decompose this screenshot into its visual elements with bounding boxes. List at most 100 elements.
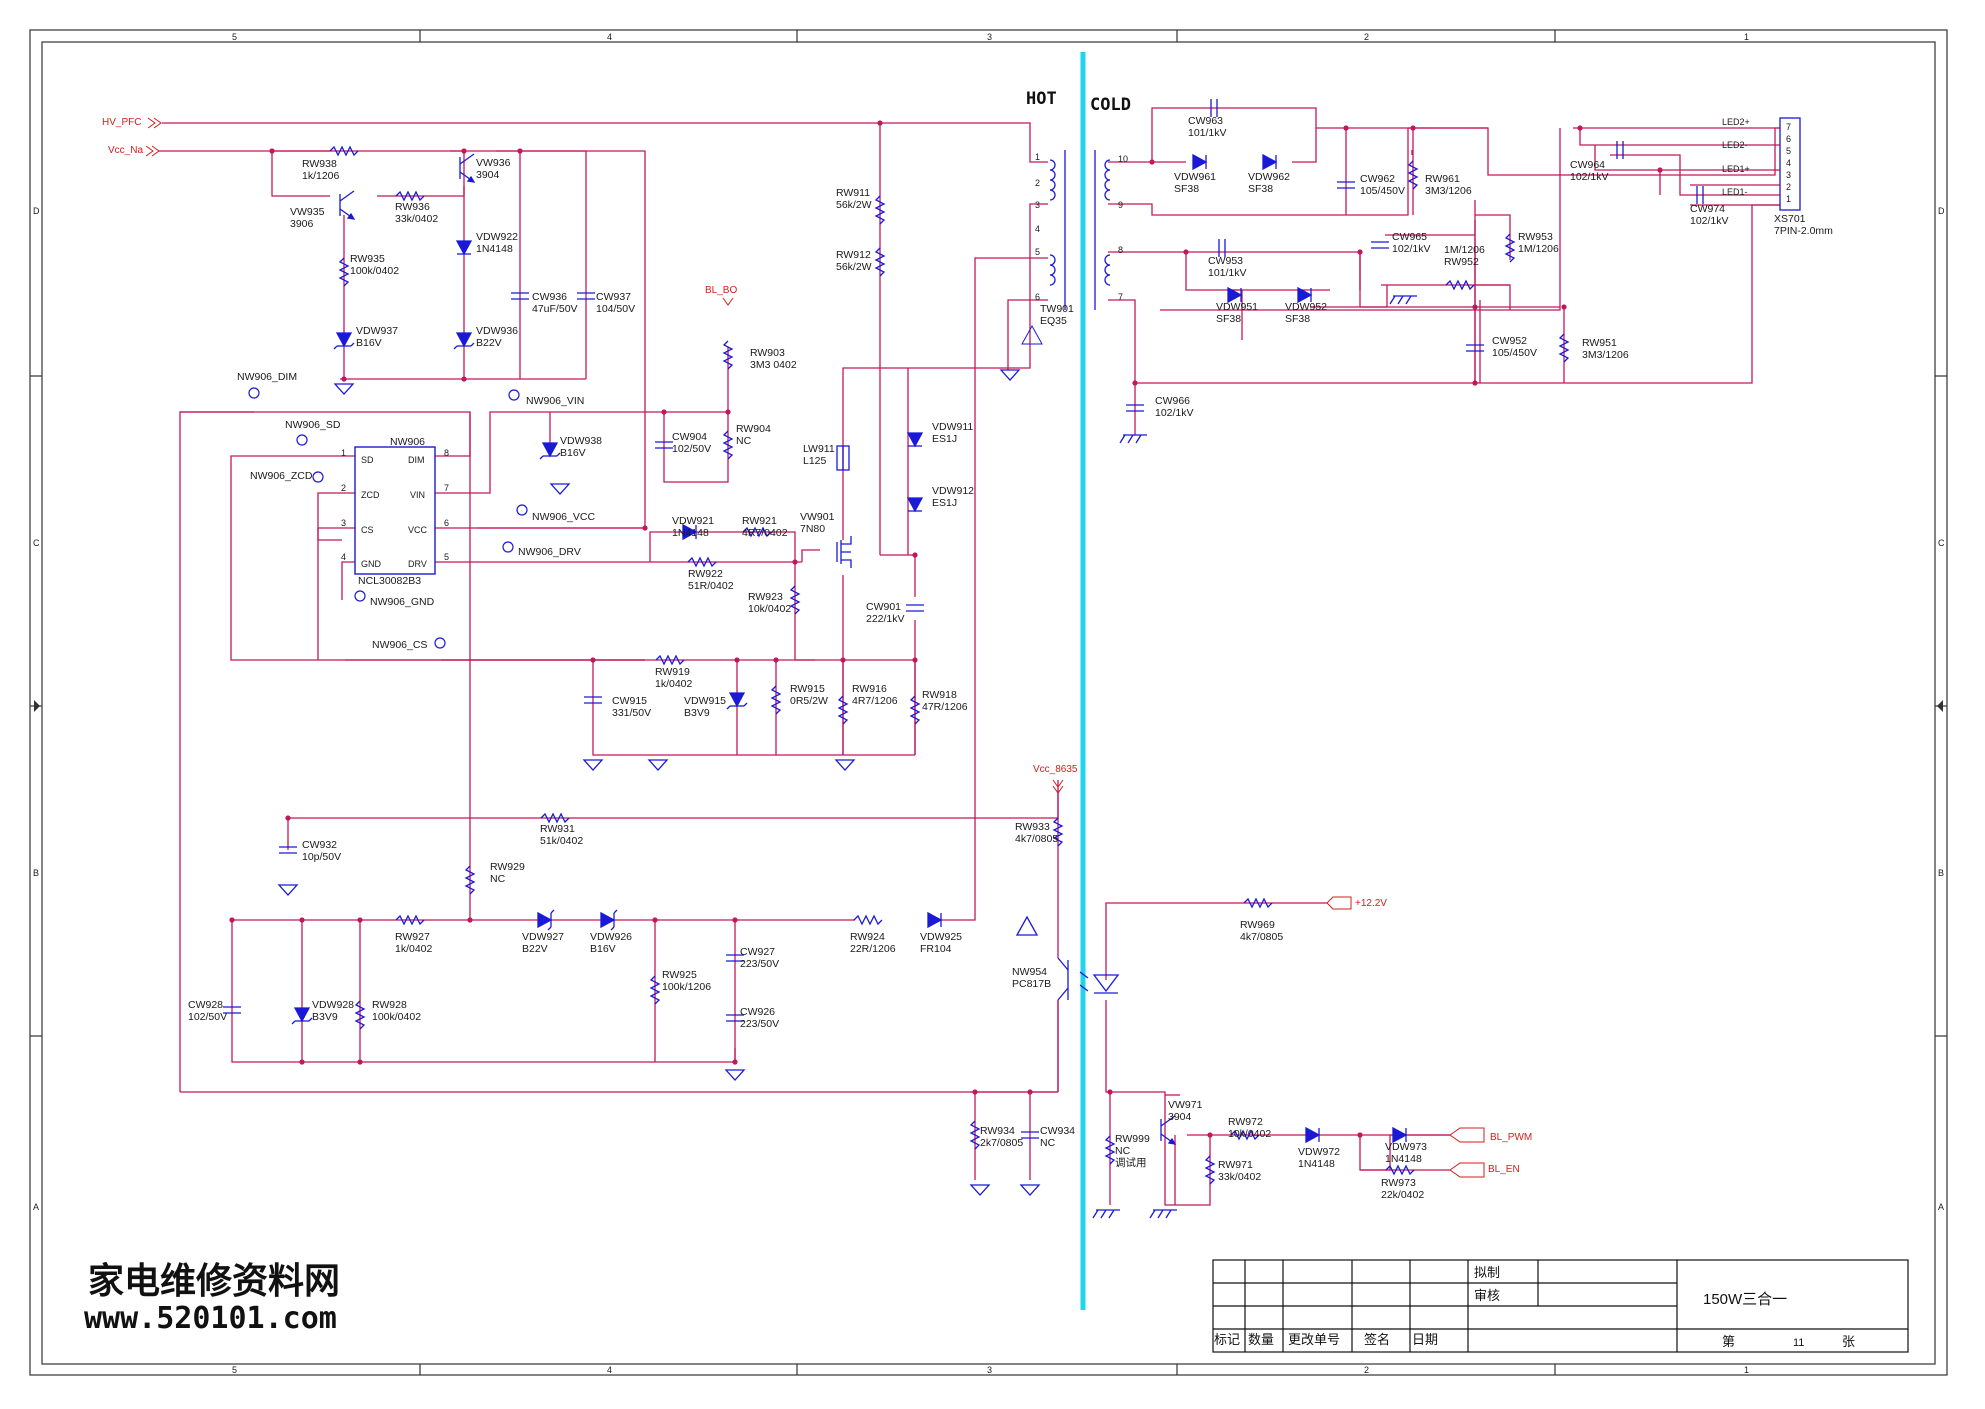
label-rw938-1: 1k/1206	[302, 170, 340, 182]
zener-symbol	[453, 332, 475, 350]
label-rw934-1: 2k7/0805	[980, 1137, 1023, 1149]
label-vdw961-0: VDW961	[1174, 171, 1216, 183]
net-led2m: LED2-	[1722, 140, 1748, 150]
chassis-symbol	[1119, 434, 1147, 444]
label-rw924-0: RW924	[850, 931, 885, 943]
label-vw936-0: VW936	[476, 157, 511, 169]
left-center-arrow	[34, 700, 40, 712]
net-bl-en-flag	[1449, 1162, 1485, 1178]
capacitor-symbol	[1696, 186, 1704, 204]
ic-pin4-name: GND	[361, 559, 382, 569]
tp-drv-label: NW906_DRV	[518, 546, 581, 558]
zener-symbol	[291, 1007, 313, 1025]
zener-symbol	[539, 442, 561, 460]
junction-dot	[341, 376, 347, 382]
label-vw901-1: 7N80	[800, 523, 825, 535]
label-cw962-0: CW962	[1360, 173, 1395, 185]
junction-dot	[877, 120, 883, 126]
label-vdw915-1: B3V9	[684, 707, 710, 719]
conn-pin2: 2	[1786, 182, 1791, 192]
tp-vcc-circle	[516, 504, 528, 516]
label-vdw962-0: VDW962	[1248, 171, 1290, 183]
label-vdw937-0: VDW937	[356, 325, 398, 337]
label-rw969-0: RW969	[1240, 919, 1275, 931]
resistor-symbol	[1445, 279, 1475, 291]
tp-zcd-circle	[312, 471, 324, 483]
zener-symbol	[600, 909, 618, 931]
junction-dot	[732, 1059, 738, 1065]
junction-dot	[1410, 125, 1416, 131]
transformer-tw901	[1049, 150, 1111, 310]
label-rw912-1: 56k/2W	[836, 261, 872, 273]
hot-side-label: HOT	[1026, 89, 1057, 109]
bottom-zone-2: 2	[1364, 1365, 1369, 1375]
label-rw953-1: 1M/1206	[1518, 243, 1559, 255]
resistor-symbol	[329, 145, 359, 157]
label-cw966-0: CW966	[1155, 395, 1190, 407]
label-rw999-2: 调试用	[1115, 1157, 1147, 1169]
junction-dot	[461, 148, 467, 154]
component-labels: RW9381k/1206VW9363904VW9353906RW93633k/0…	[188, 115, 1833, 1201]
label-cw974-0: CW974	[1690, 203, 1725, 215]
net-bl-en: BL_EN	[1488, 1164, 1520, 1175]
label-cw963-1: 101/1kV	[1188, 127, 1227, 139]
junction-dot	[357, 1059, 363, 1065]
label-vdw951-1: SF38	[1216, 313, 1241, 325]
net-12v: +12.2V	[1355, 898, 1387, 909]
label-cw915-1: 331/50V	[612, 707, 651, 719]
ground-symbol	[582, 759, 604, 771]
label-rw923-1: 10k/0402	[748, 603, 791, 615]
junction-dot	[661, 409, 667, 415]
watermark-url: www.520101.com	[84, 1301, 337, 1336]
net-vcc-8635-arrow	[1052, 779, 1064, 794]
chassis-symbol	[1389, 295, 1417, 305]
label-rw922-0: RW922	[688, 568, 723, 580]
label-vdw936-1: B22V	[476, 337, 502, 349]
diode-symbol	[1297, 286, 1313, 304]
chassis-symbol	[1149, 1209, 1177, 1219]
capacitor-symbol	[906, 604, 924, 612]
capacitor-symbol	[726, 954, 744, 962]
conn-pin1: 1	[1786, 194, 1791, 204]
label-vdw952-0: VDW952	[1285, 301, 1327, 313]
capacitor-symbol	[1126, 404, 1144, 412]
ground-symbol	[549, 483, 571, 495]
junction-dot	[1657, 167, 1663, 173]
top-zone-5: 5	[232, 32, 237, 42]
label-rw921-1: 4R7/0402	[742, 527, 788, 539]
title-block	[1212, 1259, 1909, 1353]
zener-symbol	[333, 332, 355, 350]
ic-part: NCL30082B3	[358, 575, 421, 587]
label-rw923-0: RW923	[748, 591, 783, 603]
label-vdw926-0: VDW926	[590, 931, 632, 943]
label-vdw912-1: ES1J	[932, 497, 957, 509]
ic-pin1-name: SD	[361, 455, 374, 465]
label-rw936-1: 33k/0402	[395, 213, 438, 225]
label-vdw922-1: 1N4148	[476, 243, 513, 255]
diode-symbol	[682, 523, 698, 541]
label-rw961-0: RW961	[1425, 173, 1460, 185]
label-vw936-1: 3904	[476, 169, 500, 181]
label-rw924-1: 22R/1206	[850, 943, 896, 955]
tw-aux-coil	[1049, 254, 1056, 286]
label-vdw927-0: VDW927	[522, 931, 564, 943]
resistor-symbol	[1052, 817, 1064, 847]
junction-dot	[1107, 1089, 1113, 1095]
tp-cs-label: NW906_CS	[372, 639, 427, 651]
capacitor-symbol	[1210, 99, 1218, 117]
transformer-pins: 1 2 3 4 5 6 10 9 8 7	[1035, 152, 1128, 302]
junction-dot	[1472, 380, 1478, 386]
tp-sd-label: NW906_SD	[285, 419, 341, 431]
label-vw971-1: 3904	[1168, 1111, 1192, 1123]
junction-dot	[732, 917, 738, 923]
ic-pin5-name: DRV	[408, 559, 427, 569]
label-rw953-0: RW953	[1518, 231, 1553, 243]
label-rw935-0: RW935	[350, 253, 385, 265]
label-cw932-1: 10p/50V	[302, 851, 341, 863]
label-rw929-0: RW929	[490, 861, 525, 873]
label-cw963-0: CW963	[1188, 115, 1223, 127]
label-lw911-1: L125	[803, 455, 827, 467]
title-block-text: 拟制 审核 150W三合一 标记 数量 更改单号 签名 日期 第 11 张	[1214, 1265, 1855, 1349]
conn-pin3: 3	[1786, 170, 1791, 180]
